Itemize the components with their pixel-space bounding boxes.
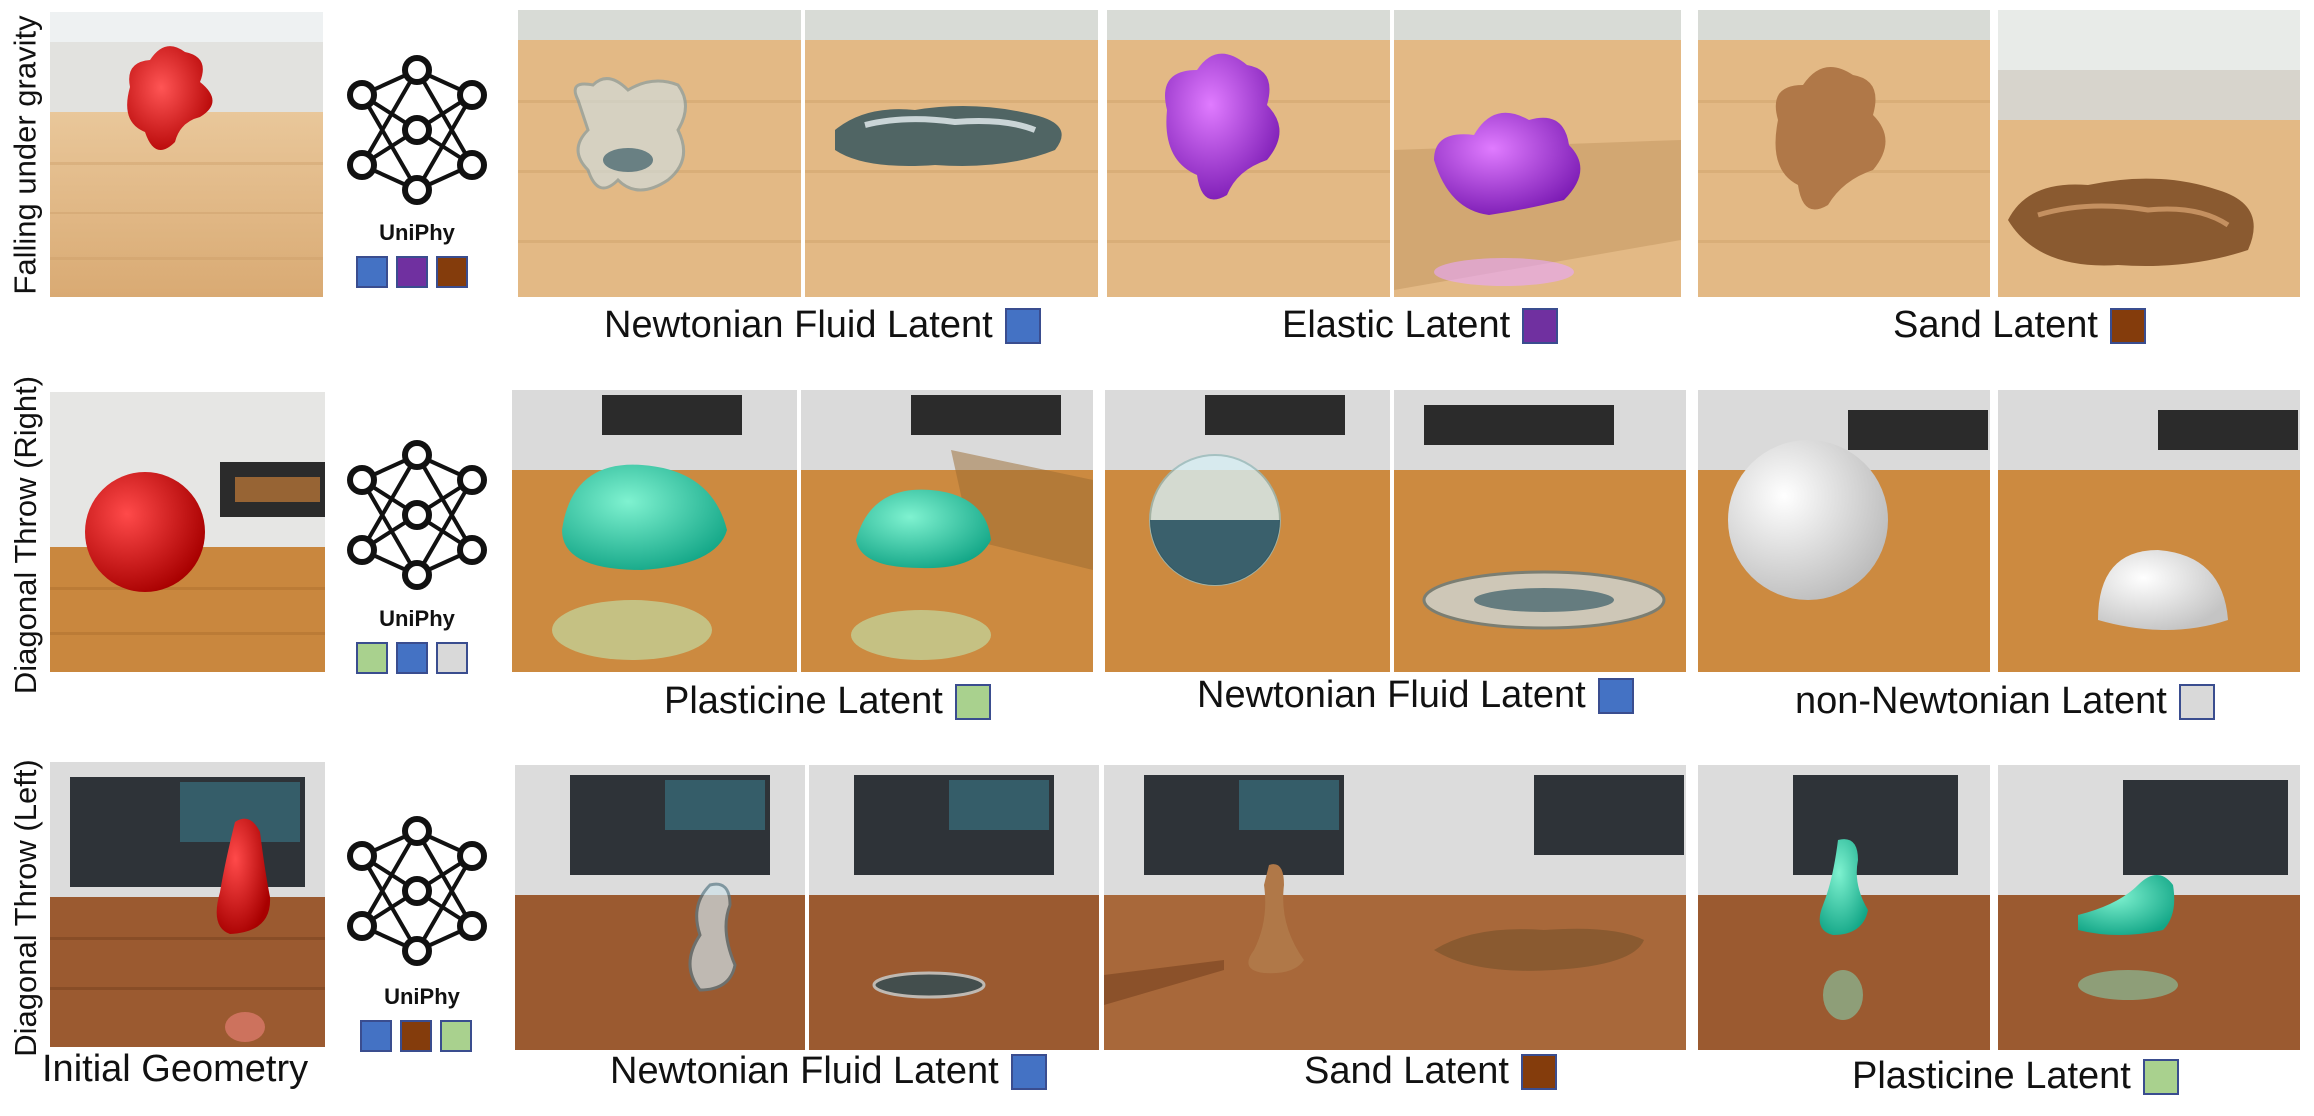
latent-chip bbox=[396, 256, 428, 288]
non-newtonian-frame-1 bbox=[1698, 390, 1990, 672]
latent-chip bbox=[1010, 1053, 1047, 1090]
elastic-frame-1 bbox=[1107, 10, 1390, 297]
latent-chip bbox=[360, 1020, 392, 1052]
latent-chip bbox=[440, 1020, 472, 1052]
caption: Sand Latent bbox=[1304, 1050, 1557, 1093]
initial-geometry-caption: Initial Geometry bbox=[42, 1048, 309, 1090]
row-label: Diagonal Throw (Right) bbox=[8, 375, 43, 695]
latent-chip bbox=[1522, 307, 1559, 344]
caption: Newtonian Fluid Latent bbox=[610, 1050, 1047, 1093]
model-name: UniPhy bbox=[379, 220, 455, 245]
non-newtonian-frame-2 bbox=[1998, 390, 2300, 672]
plasticine-frame-2 bbox=[801, 390, 1093, 672]
initial-geometry-image bbox=[50, 762, 325, 1047]
fluid-frame-2 bbox=[809, 765, 1099, 1050]
initial-geometry-image bbox=[50, 392, 325, 672]
row-label: Diagonal Throw (Left) bbox=[8, 759, 44, 1057]
sand-frame-2 bbox=[1394, 765, 1686, 1050]
caption: Plasticine Latent bbox=[664, 680, 991, 723]
latent-chip bbox=[436, 642, 468, 674]
latent-chip bbox=[1597, 677, 1634, 714]
latent-chip bbox=[400, 1020, 432, 1052]
sand-frame-1 bbox=[1698, 10, 1990, 297]
fluid-frame-2 bbox=[1394, 390, 1686, 672]
caption: Elastic Latent bbox=[1282, 304, 1559, 347]
latent-chips bbox=[356, 642, 468, 674]
fluid-frame-1 bbox=[518, 10, 801, 297]
model-name: UniPhy bbox=[379, 606, 455, 631]
latent-chip bbox=[356, 256, 388, 288]
latent-chip bbox=[1520, 1053, 1557, 1090]
sand-frame-2 bbox=[1998, 10, 2300, 297]
plasticine-frame-2 bbox=[1998, 765, 2300, 1050]
latent-chip bbox=[1004, 307, 1041, 344]
neural-network-icon bbox=[342, 55, 492, 205]
plasticine-frame-1 bbox=[1698, 765, 1990, 1050]
fluid-frame-2 bbox=[805, 10, 1098, 297]
latent-chip bbox=[954, 683, 991, 720]
initial-geometry-image bbox=[50, 12, 323, 297]
elastic-frame-2 bbox=[1394, 10, 1681, 297]
latent-chip bbox=[356, 642, 388, 674]
latent-chip bbox=[436, 256, 468, 288]
latent-chip bbox=[2109, 307, 2146, 344]
caption: Newtonian Fluid Latent bbox=[1197, 674, 1634, 717]
caption: non-Newtonian Latent bbox=[1795, 680, 2215, 723]
fluid-frame-1 bbox=[515, 765, 805, 1050]
caption: Sand Latent bbox=[1893, 304, 2146, 347]
neural-network-icon bbox=[342, 816, 492, 966]
sand-frame-1 bbox=[1104, 765, 1394, 1050]
neural-network-icon bbox=[342, 440, 492, 590]
caption: Plasticine Latent bbox=[1852, 1055, 2179, 1098]
latent-chip bbox=[396, 642, 428, 674]
latent-chip bbox=[2178, 683, 2215, 720]
latent-chips bbox=[360, 1020, 472, 1052]
model-name: UniPhy bbox=[384, 984, 460, 1009]
fluid-frame-1 bbox=[1105, 390, 1390, 672]
latent-chips bbox=[356, 256, 468, 288]
latent-chip bbox=[2142, 1058, 2179, 1095]
plasticine-frame-1 bbox=[512, 390, 797, 672]
caption: Newtonian Fluid Latent bbox=[604, 304, 1041, 347]
row-label: Falling under gravity bbox=[8, 15, 44, 295]
